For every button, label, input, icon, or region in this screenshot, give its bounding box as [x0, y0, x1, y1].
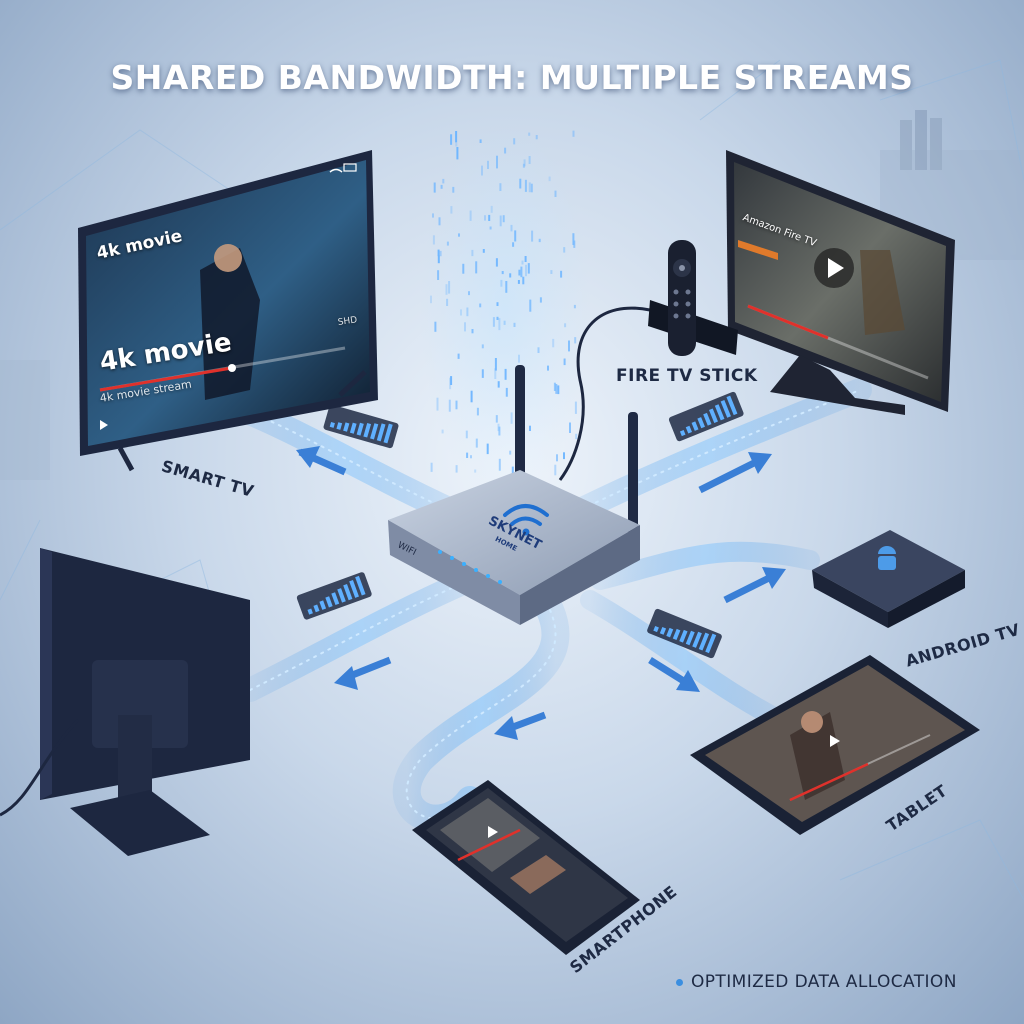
fire-tv-stick-label: FIRE TV STICK [616, 366, 758, 386]
fire-tv-remote[interactable] [668, 240, 696, 356]
flow-arrows [296, 446, 786, 740]
signal-meter-fire-tv [668, 391, 744, 442]
signal-meter-tablet [647, 608, 722, 659]
data-stream-rain [420, 120, 590, 500]
android-tv-box[interactable] [812, 530, 965, 628]
battery-icon [343, 163, 357, 172]
smart-tv-progress-bar [99, 366, 233, 392]
wifi-icon [329, 168, 343, 173]
arrow-icon-fire-tv [698, 452, 772, 494]
smartphone[interactable] [412, 780, 640, 955]
movie-character [790, 712, 845, 800]
tablet[interactable] [690, 655, 980, 835]
arrow-icon-tablet [648, 657, 700, 692]
signal-meter-monitor [296, 572, 372, 620]
page-title: SHARED BANDWIDTH: MULTIPLE STREAMS [110, 58, 914, 97]
router-wifi-icon [503, 504, 549, 526]
fire-tv-stick[interactable] [558, 240, 738, 481]
play-icon [830, 735, 840, 747]
arrow-icon-monitor [334, 656, 392, 690]
monitor-stand-mount [92, 660, 188, 748]
smart-tv[interactable] [78, 150, 378, 472]
router-status-leds [438, 550, 502, 584]
monitor-stand-base [70, 790, 210, 856]
signal-meter-smart-tv [323, 404, 399, 449]
bullet-dot-icon [676, 978, 683, 986]
fire-tv-display[interactable] [726, 150, 955, 415]
router-antenna-right [628, 412, 638, 542]
smartphone-progress-bar [457, 828, 521, 862]
tablet-progress-bar [789, 762, 869, 802]
play-icon [488, 826, 498, 838]
play-icon [100, 420, 108, 430]
arrow-icon-android-tv [723, 567, 786, 604]
android-logo-icon [878, 546, 896, 570]
footer-text: OPTIMIZED DATA ALLOCATION [691, 972, 957, 992]
signal-meters [296, 391, 744, 659]
footer-caption: OPTIMIZED DATA ALLOCATION [676, 972, 957, 992]
monitor-cable [0, 718, 80, 817]
monitor[interactable] [0, 548, 250, 856]
arrow-icon-smart-tv [296, 446, 347, 476]
movie-character [860, 250, 905, 335]
router[interactable] [388, 365, 640, 625]
fire-tv-progress-bar [747, 304, 829, 340]
router-antenna-left [515, 365, 525, 505]
monitor-stand [770, 355, 905, 415]
hdmi-cable [558, 306, 651, 481]
movie-character [200, 248, 260, 400]
arrow-icon-smartphone [494, 711, 547, 740]
